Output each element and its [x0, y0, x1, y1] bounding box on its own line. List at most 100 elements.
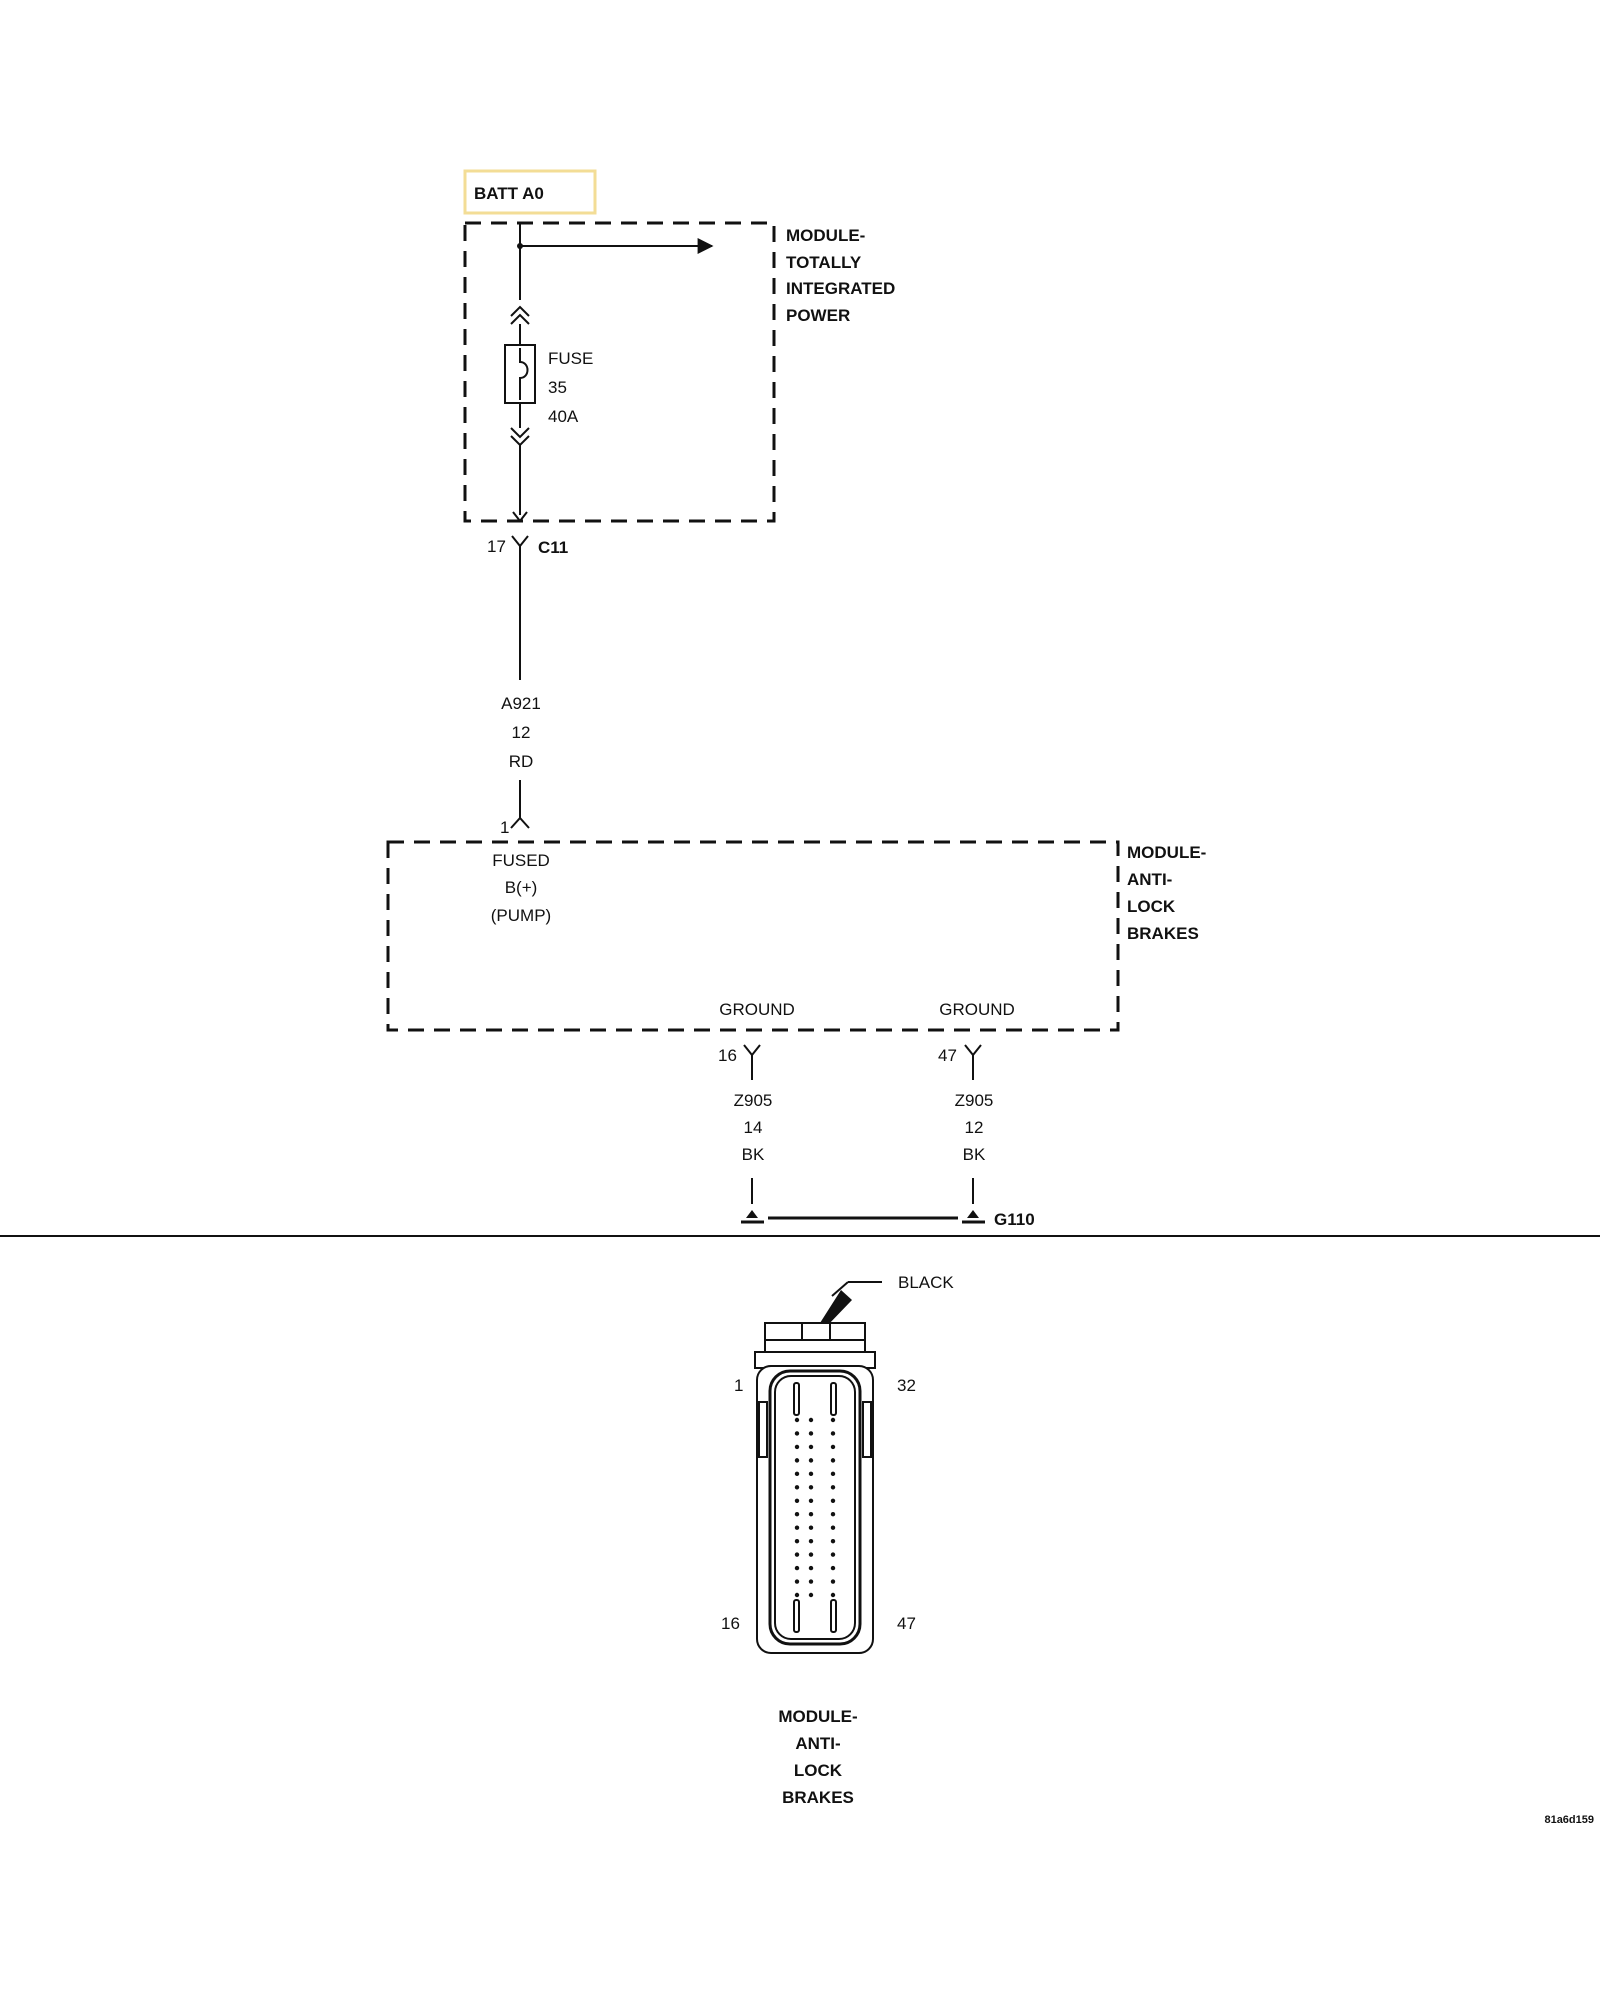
ground-16-wire-line: 14 — [744, 1118, 763, 1137]
c11-pin-number: 17 — [487, 537, 506, 556]
ground-pin-47: GROUND 47 Z905 12 BK — [938, 1000, 1015, 1204]
abs-title-line: LOCK — [1127, 897, 1176, 916]
ground-16-wire-line: BK — [742, 1145, 765, 1164]
connector-pin-dot — [830, 1565, 836, 1571]
connector-pin-dots — [794, 1417, 836, 1598]
connector-pin-dot — [830, 1538, 836, 1544]
connector-pin-dot — [830, 1498, 836, 1503]
connector-pin-label-47: 47 — [897, 1614, 916, 1633]
tipm-title-line: INTEGRATED — [786, 279, 895, 298]
ground-pin-16: GROUND 16 Z905 14 BK — [718, 1000, 795, 1204]
tipm-title-line: POWER — [786, 306, 850, 325]
ground-47-label: GROUND — [939, 1000, 1015, 1019]
abs-pin-1-function-line: B(+) — [505, 878, 538, 897]
connector-pin-dot — [808, 1458, 814, 1463]
ground-47-wire-line: Z905 — [955, 1091, 994, 1110]
connector-pin-dot — [808, 1565, 814, 1571]
tipm-title-line: TOTALLY — [786, 253, 862, 272]
connector-pin-dot — [808, 1471, 814, 1477]
connector-pin-dot — [794, 1525, 800, 1530]
ground-47-wire-line: BK — [963, 1145, 986, 1164]
connector-pin-dot — [794, 1498, 800, 1503]
ground-47-pin-number: 47 — [938, 1046, 957, 1065]
abs-title-line: ANTI- — [1127, 870, 1172, 889]
wire-a921-label: A921 12 RD — [501, 694, 541, 771]
connector-pin-label-1: 1 — [734, 1376, 743, 1395]
connector-pin-dot — [830, 1444, 836, 1450]
connector-pin-dot — [794, 1512, 800, 1517]
ground-symbol-icon — [741, 1210, 764, 1224]
connector-title-line: BRAKES — [782, 1788, 854, 1807]
connector-pin-dot — [794, 1552, 800, 1557]
connector-title-line: MODULE- — [778, 1707, 857, 1726]
connector-face-view: BLACK 1 32 16 47 — [721, 1273, 954, 1654]
connector-pin-dot — [808, 1592, 814, 1598]
ground-16-pin-number: 16 — [718, 1046, 737, 1065]
connector-pin-dot — [830, 1525, 836, 1530]
connector-pin-dot — [794, 1444, 800, 1450]
connector-pin-dot — [830, 1485, 836, 1490]
abs-pin-1-function-line: (PUMP) — [491, 906, 551, 925]
splice-dot — [517, 243, 523, 249]
tipm-module-box — [463, 221, 776, 523]
connector-pin-dot — [808, 1525, 814, 1530]
connector-pin-dot — [808, 1552, 814, 1557]
ground-16-wire-line: Z905 — [734, 1091, 773, 1110]
connector-pin-dot — [830, 1579, 836, 1584]
connector-pin-dot — [794, 1471, 800, 1477]
abs-pin-1-number: 1 — [500, 818, 509, 837]
connector-pin-dot — [794, 1431, 800, 1436]
ground-point-label: G110 — [994, 1210, 1035, 1229]
c11-connector-name: C11 — [538, 538, 568, 557]
connector-title-line: ANTI- — [795, 1734, 840, 1753]
wire-a921-line: RD — [509, 752, 534, 771]
fuse-label-line: FUSE — [548, 349, 593, 368]
connector-module-title: MODULE- ANTI- LOCK BRAKES — [778, 1707, 857, 1807]
connector-pin-dot — [794, 1458, 800, 1463]
ground-47-wire-line: 12 — [965, 1118, 984, 1137]
fuse-label-line: 40A — [548, 407, 579, 426]
batt-label: BATT A0 — [474, 184, 544, 203]
abs-title-line: BRAKES — [1127, 924, 1199, 943]
connector-pin-dot — [794, 1565, 800, 1571]
diagram-id: 81a6d159 — [1544, 1814, 1594, 1826]
connector-pin-dot — [830, 1592, 836, 1598]
ground-symbol-icon — [962, 1210, 985, 1224]
connector-pin-dot — [830, 1552, 836, 1557]
connector-pin-dot — [808, 1444, 814, 1450]
connector-pin-dot — [794, 1579, 800, 1584]
connector-pin-dot — [794, 1538, 800, 1544]
connector-pin-dot — [808, 1485, 814, 1490]
connector-pin-dot — [794, 1485, 800, 1490]
connector-pin-dot — [794, 1417, 800, 1423]
connector-color-label: BLACK — [898, 1273, 954, 1292]
abs-pin-1-function-line: FUSED — [492, 851, 550, 870]
wire-a921-line: 12 — [512, 723, 531, 742]
connector-pin-dot — [830, 1458, 836, 1463]
connector-pin-dot — [830, 1471, 836, 1477]
tipm-title: MODULE- TOTALLY INTEGRATED POWER — [786, 226, 895, 325]
fuse-label-line: 35 — [548, 378, 567, 397]
connector-pin-label-32: 32 — [897, 1376, 916, 1395]
ground-g110: G110 — [741, 1210, 1035, 1229]
connector-pin-dot — [830, 1431, 836, 1436]
connector-title-line: LOCK — [794, 1761, 843, 1780]
color-pointer-icon — [820, 1290, 852, 1327]
connector-pin-label-16: 16 — [721, 1614, 740, 1633]
abs-module-box — [386, 840, 1120, 1032]
abs-pin-1-function: FUSED B(+) (PUMP) — [491, 851, 551, 925]
wire-a921-line: A921 — [501, 694, 541, 713]
tipm-title-line: MODULE- — [786, 226, 865, 245]
fuse-35-symbol — [504, 305, 536, 523]
abs-pin-1: 1 — [500, 816, 530, 837]
ground-16-label: GROUND — [719, 1000, 795, 1019]
connector-pin-dot — [794, 1592, 800, 1598]
connector-pin-dot — [808, 1512, 814, 1517]
connector-c11-pin-17: 17 C11 — [487, 535, 568, 557]
connector-pin-dot — [808, 1579, 814, 1584]
batt-label-box: BATT A0 — [463, 169, 597, 215]
abs-title-line: MODULE- — [1127, 843, 1206, 862]
connector-pin-dot — [830, 1417, 836, 1423]
connector-pin-dot — [808, 1417, 814, 1423]
